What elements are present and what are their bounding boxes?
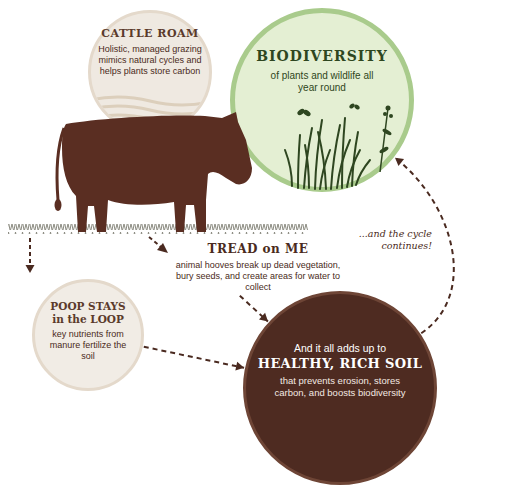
text-column: CATTLE ROAM Holistic, managed grazing mim… [94,27,206,77]
flow-arrow [144,347,244,371]
node-text: animal hooves break up dead vegetation, … [168,260,348,293]
grass-illustration [285,118,370,189]
text-column: POOP STAYS in the LOOP key nutrients from… [44,300,132,362]
circle-shape [233,11,412,190]
butterfly [348,103,360,111]
node-heading: POOP STAYS in the LOOP [44,300,132,326]
text-column: BIODIVERSITY of plants and wildlife all y… [252,48,392,94]
arrowhead [259,313,268,322]
arrowhead [395,158,404,166]
flow-arrow [240,296,268,322]
circle-shape [90,12,211,133]
dashed-line [144,347,244,368]
node-text: that prevents erosion, stores carbon, an… [271,375,409,399]
stage-circle: POOP STAYS in the LOOP key nutrients from… [32,279,144,391]
circle-shape [245,293,436,484]
text-column: And it all adds up toHEALTHY, RICH SOIL t… [255,342,425,399]
node-heading: TREAD on ME [168,242,348,257]
circle-outline [230,8,414,192]
stage-text-block: TREAD on ME animal hooves break up dead v… [168,240,348,295]
edge-label-box: ...and the cycle continues! [350,228,432,252]
stage-circle: CATTLE ROAM Holistic, managed grazing mim… [88,10,212,134]
node-text: HEALTHY, RICH SOIL [255,356,425,372]
node-text: key nutrients from manure fertilize the … [44,329,132,362]
result-circle: And it all adds up toHEALTHY, RICH SOIL t… [243,291,437,485]
node-text: of plants and wildlife all year round [266,70,378,94]
butterfly [296,108,311,118]
edge-label: ...and the cycle continues! [350,228,432,252]
ground-grass [8,224,308,234]
arrowhead [235,362,244,371]
cow-tail-tuft [55,199,62,211]
node-heading: CATTLE ROAM [94,27,206,40]
circle-shape [34,281,143,390]
node-heading: BIODIVERSITY [252,48,392,65]
cow-to-hooves-arrow [149,237,168,253]
text-column: TREAD on ME animal hooves break up dead v… [168,242,348,293]
dashed-line [240,296,268,322]
stage-circle: BIODIVERSITY of plants and wildlife all y… [230,8,414,192]
node-text: And it all adds up to [255,342,425,355]
cow-silhouette [62,112,252,232]
node-text: Holistic, managed grazing mimics natural… [94,44,206,77]
flower-stalk [379,106,393,173]
cow-to-poop-arrow [26,238,35,273]
